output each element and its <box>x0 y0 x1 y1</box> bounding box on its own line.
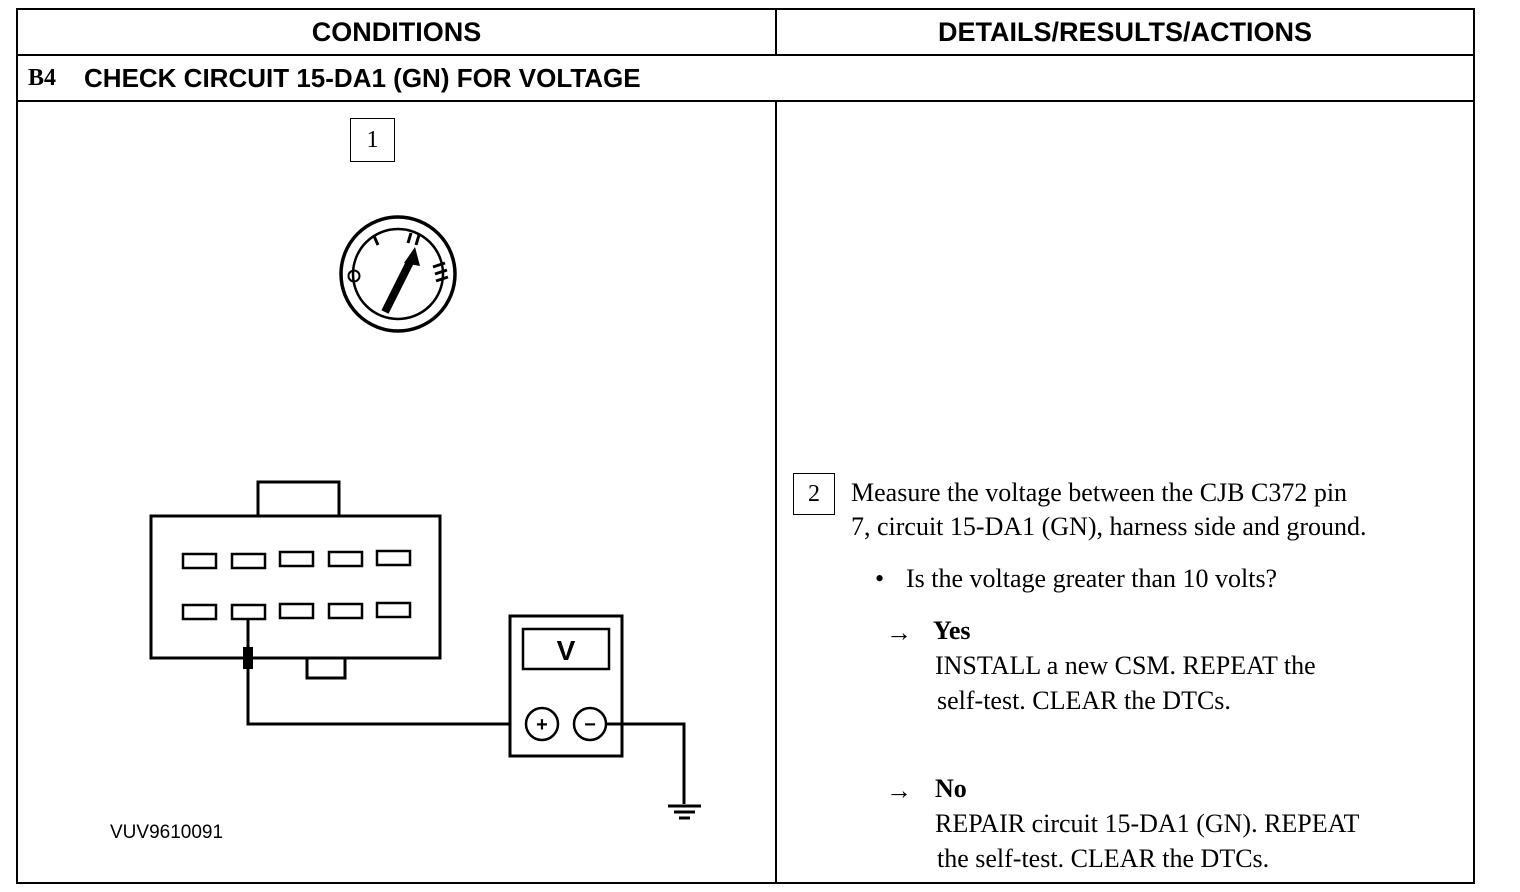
step-title-row: B4 CHECK CIRCUIT 15-DA1 (GN) FOR VOLTAGE <box>28 58 641 98</box>
column-divider <box>775 102 777 882</box>
procedure-table: CONDITIONS DETAILS/RESULTS/ACTIONS B4 CH… <box>16 8 1475 884</box>
voltmeter-display <box>521 627 611 671</box>
no-action-line-2: the self-test. CLEAR the DTCs. <box>937 844 1270 873</box>
ignition-position-off-mark <box>347 269 361 283</box>
connector-icon <box>149 480 442 680</box>
yes-arrow: → <box>886 618 912 647</box>
yes-label: Yes <box>933 616 971 645</box>
conditions-header: CONDITIONS <box>311 16 482 47</box>
question-text: Is the voltage greater than 10 volts? <box>906 564 1278 593</box>
ignition-position-1-mark <box>372 235 380 246</box>
wiring-diagram: V + − <box>149 215 701 820</box>
condition-step-1-box: 1 <box>350 118 395 162</box>
voltmeter-label: V <box>557 635 576 666</box>
step-title: CHECK CIRCUIT 15-DA1 (GN) FOR VOLTAGE <box>84 62 641 93</box>
header-column-divider <box>775 10 777 54</box>
ignition-position-2-mark <box>406 232 413 244</box>
no-label: No <box>935 774 967 803</box>
no-action-line-1: REPAIR circuit 15-DA1 (GN). REPEAT <box>935 809 1360 838</box>
yes-action-line-2: self-test. CLEAR the DTCs. <box>937 686 1231 715</box>
details-header: DETAILS/RESULTS/ACTIONS <box>937 16 1312 47</box>
svg-text:+: + <box>536 714 548 736</box>
ground-lead <box>606 722 686 804</box>
header-divider <box>18 54 1473 56</box>
svg-text:−: − <box>584 714 596 736</box>
voltmeter-icon: V + − <box>508 614 624 758</box>
no-arrow: → <box>886 776 912 805</box>
ignition-switch-icon <box>339 215 457 333</box>
figure-id: VUV9610091 <box>110 822 224 843</box>
instruction-line-1: Measure the voltage between the CJB C372… <box>851 478 1348 507</box>
probe-lead <box>243 619 523 726</box>
ground-symbol-icon <box>668 804 701 820</box>
action-step-2-box: 2 <box>793 473 835 515</box>
step-code: B4 <box>28 64 57 91</box>
ignition-position-3-mark <box>432 261 449 283</box>
yes-action-line-1: INSTALL a new CSM. REPEAT the <box>935 651 1316 680</box>
ignition-key-pointer <box>381 258 415 314</box>
question-bullet: • <box>875 564 885 593</box>
title-divider <box>18 100 1473 102</box>
instruction-line-2: 7, circuit 15-DA1 (GN), harness side and… <box>851 512 1367 541</box>
positive-terminal <box>524 706 560 742</box>
